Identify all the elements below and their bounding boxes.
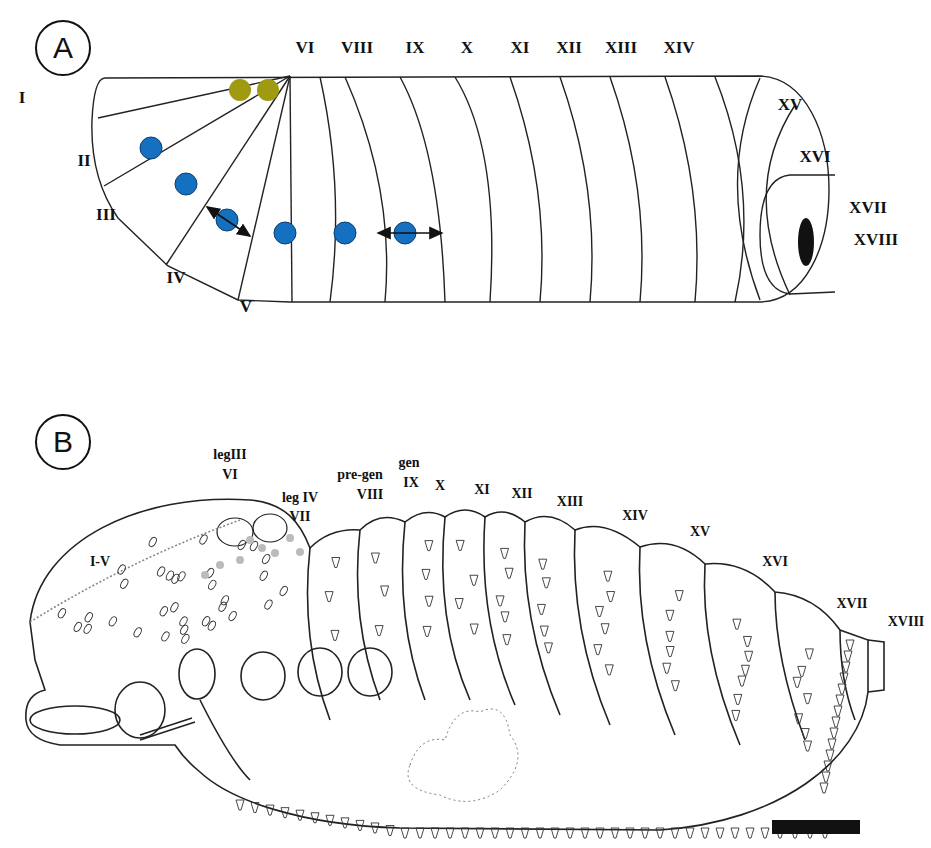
segment-label: XIII — [557, 495, 583, 509]
segment-label: VI — [296, 39, 315, 56]
lateral-body — [26, 499, 884, 830]
panel-letter: A — [53, 33, 73, 63]
segment-label: XIV — [622, 509, 648, 523]
segment-label: XII — [556, 39, 582, 56]
panel-badge: B — [35, 414, 91, 470]
segment-label: XI — [511, 39, 530, 56]
segment-label: XVI — [799, 148, 830, 165]
segment-label: gen — [399, 456, 420, 470]
segment-label: IV — [167, 269, 186, 286]
segment-label: leg IV — [282, 491, 318, 505]
segment-label: I-V — [90, 555, 110, 569]
segment-label: XVII — [836, 597, 867, 611]
segment-label: XVII — [849, 199, 887, 216]
segment-map — [92, 76, 835, 302]
segment-label: XV — [690, 525, 710, 539]
panel-letter: B — [53, 427, 73, 457]
segment-label: II — [77, 152, 90, 169]
panel-badge: A — [35, 20, 91, 76]
segment-label: IX — [403, 476, 419, 490]
segment-label: VI — [222, 468, 238, 482]
segment-label: pre-gen — [337, 468, 383, 482]
segment-label: XVI — [762, 555, 788, 569]
segment-label: III — [96, 206, 116, 223]
segment-label: XV — [778, 96, 803, 113]
segment-label: X — [461, 39, 473, 56]
segment-label: V — [240, 298, 252, 315]
segment-label: XIV — [663, 39, 694, 56]
segment-label: IX — [406, 39, 425, 56]
segment-label: XI — [474, 483, 490, 497]
segment-label: VIII — [341, 39, 373, 56]
segment-label: VII — [289, 510, 310, 524]
segment-label: VIII — [357, 488, 383, 502]
segment-label: I — [19, 89, 26, 106]
segment-label: XVIII — [854, 231, 898, 248]
segment-label: legIII — [213, 448, 246, 462]
segment-label: X — [435, 479, 445, 493]
segment-label: XII — [511, 487, 532, 501]
segment-label: XIII — [605, 39, 637, 56]
segment-label: XVIII — [888, 615, 925, 629]
